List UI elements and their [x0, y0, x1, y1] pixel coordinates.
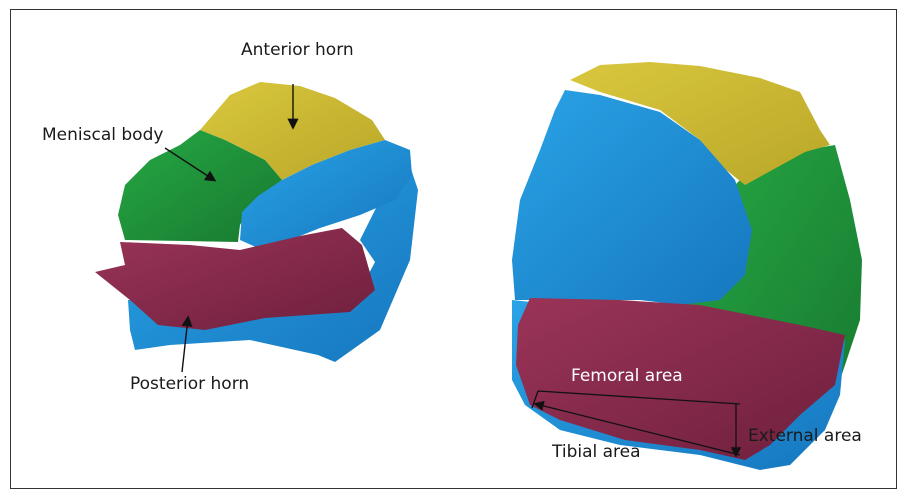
posterior-horn-label: Posterior horn — [130, 376, 249, 393]
anterior-horn-label: Anterior horn — [241, 42, 354, 59]
external-area-label: External area — [748, 428, 862, 445]
femoral-area-label: Femoral area — [571, 368, 683, 385]
right-meniscus-model — [512, 62, 862, 470]
tibial-area-label: Tibial area — [552, 444, 641, 461]
meniscal-body-label: Meniscal body — [42, 127, 163, 144]
